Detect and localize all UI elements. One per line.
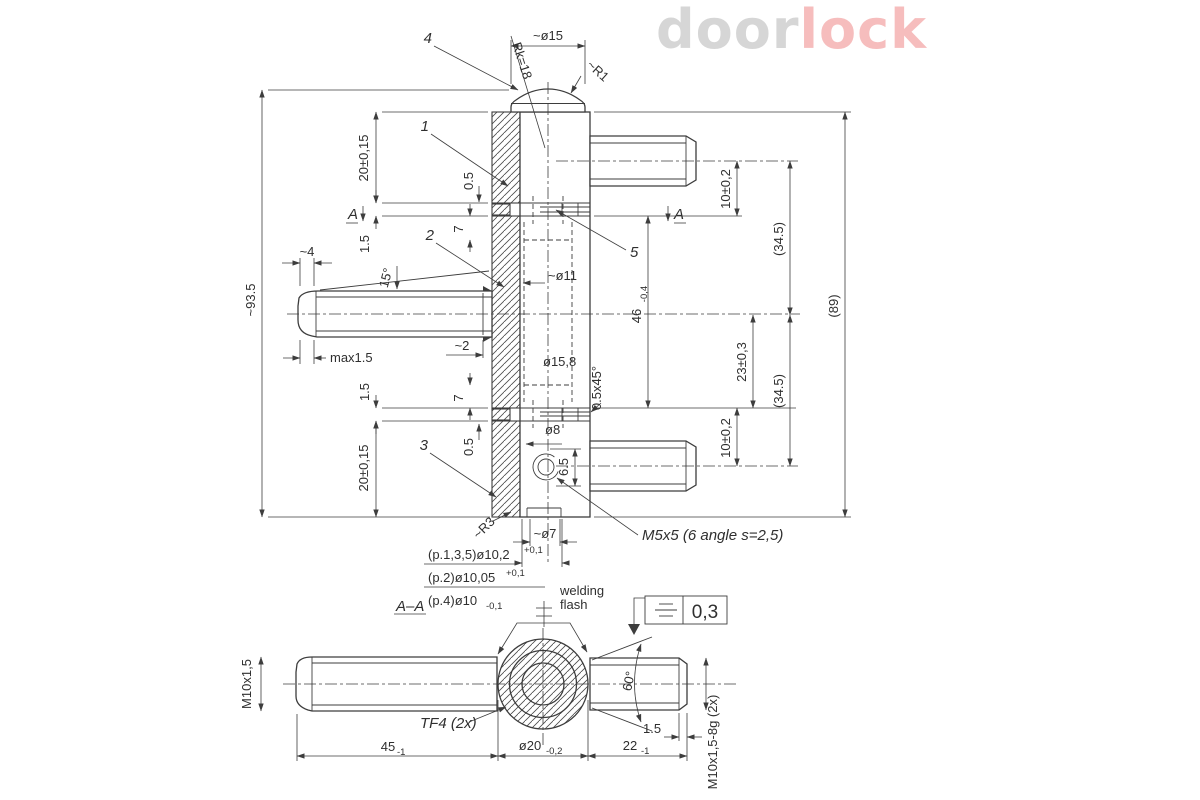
callout-2: 2 (425, 227, 435, 244)
dim-cone-angle: 60° (619, 670, 638, 692)
dim-lower-gap: 1.5 (357, 383, 372, 401)
callout-5: 5 (630, 244, 639, 261)
plate-joint-tongue-lower (491, 408, 511, 421)
note-welding-2: flash (560, 597, 587, 612)
dim-chamfer: 0.5x45° (589, 366, 604, 410)
tolerance-value: 0,3 (692, 602, 718, 623)
dim-thread-runout: ~2 (455, 338, 470, 353)
plate-lower-segment (491, 420, 521, 518)
dim-top-pin-offset: 10±0,2 (718, 169, 733, 209)
dim-bottom-pin-offset: 10±0,2 (718, 418, 733, 458)
dim-taper-angle: 15° (376, 266, 396, 289)
note-bore-p135: (p.1,3,5)ø10,2 (428, 547, 510, 562)
dim-middle-part-length: 46 (629, 309, 644, 323)
section-view: A–A 60° (239, 583, 737, 789)
note-pin-p4-tol: -0,1 (486, 601, 502, 612)
bore-notes: (p.1,3,5)ø10,2 +0,1 (p.2)ø10,05 +0,1 (p.… (424, 545, 545, 612)
plate-joint-tongue-upper (491, 203, 511, 216)
m5-hole (537, 458, 555, 476)
note-bore-p2: (p.2)ø10,05 (428, 570, 495, 585)
note-bore-p135-tol: +0,1 (524, 545, 543, 556)
note-m5-set-screw: M5x5 (6 angle s=2,5) (642, 527, 783, 544)
main-view-geometry (287, 82, 800, 562)
datum-arrow (628, 624, 640, 635)
dim-hole-offset-65: 6.5 (556, 458, 571, 476)
dim-dia8: ø8 (545, 422, 560, 437)
logo-door: door (656, 0, 800, 61)
dim-rod-length: 45 (381, 739, 395, 754)
dim-cap-edge-radius: ~R1 (584, 57, 612, 84)
main-view-dimensions: ~ø15 Rk=18 ~R1 ~93.5 20±0,15 1.5 (243, 28, 851, 567)
dim-dia7: ~ø7 (534, 526, 557, 541)
dim-step-lower: 0.5 (461, 438, 476, 456)
dim-upper-345: (34.5) (771, 222, 786, 256)
note-welding-1: welding (559, 583, 604, 598)
dim-corner-radius: ~R3 (470, 514, 498, 542)
dim-stud-thread: M10x1,5-8g (2x) (705, 695, 720, 790)
dim-lower-knuckle-length: 20±0,15 (356, 445, 371, 492)
dim-stud-chamfer: 1.5 (643, 721, 661, 736)
dim-stud-length-tol: -1 (641, 746, 649, 757)
dim-pin-tip: ~4 (300, 244, 315, 259)
plate-upper-segment (491, 111, 521, 204)
dim-total-length: ~93.5 (243, 284, 258, 317)
symmetry-icon (655, 603, 677, 617)
dim-23: 23±0,3 (734, 342, 749, 382)
dim-tip-chamfer-max: max1.5 (330, 350, 373, 365)
note-tf4: TF4 (2x) (420, 715, 477, 732)
dim-stud-length: 22 (623, 738, 637, 753)
dim-hub-diameter: ø20 (519, 738, 541, 753)
dim-bore-11: ~ø11 (548, 268, 577, 283)
dim-step-upper: 0.5 (461, 172, 476, 190)
note-pin-p4: (p.4)ø10 (428, 593, 477, 608)
dim-body-length: (89) (826, 294, 841, 317)
hinge-barrel (519, 111, 591, 518)
dim-lower-345: (34.5) (771, 374, 786, 408)
callout-3: 3 (420, 437, 429, 454)
callout-1: 1 (421, 118, 429, 135)
dim-upper-knuckle-length: 20±0,15 (356, 135, 371, 182)
dim-bore-depth-lower: 7 (451, 394, 466, 401)
section-title: A–A (395, 598, 424, 615)
plate-middle-segment (491, 215, 521, 409)
dim-rod-thread: M10x1,5 (239, 659, 254, 709)
dim-rod-length-tol: -1 (397, 747, 405, 758)
dim-bore-158: ø15,8 (543, 354, 576, 369)
dim-bore-depth-upper: 7 (451, 225, 466, 232)
callout-4: 4 (424, 30, 432, 47)
dim-cap-diameter: ~ø15 (533, 28, 563, 43)
note-bore-p2-tol: +0,1 (506, 568, 525, 579)
section-marker-a-right: A (673, 206, 684, 223)
section-marker-a-left: A (347, 206, 358, 223)
dim-upper-gap: 1.5 (357, 235, 372, 253)
logo-lock: lock (799, 0, 928, 61)
dim-middle-part-length-tol: -0,4 (639, 286, 650, 302)
doorlock-logo: doorlock (656, 0, 927, 61)
dim-hub-diameter-tol: -0,2 (546, 746, 562, 757)
